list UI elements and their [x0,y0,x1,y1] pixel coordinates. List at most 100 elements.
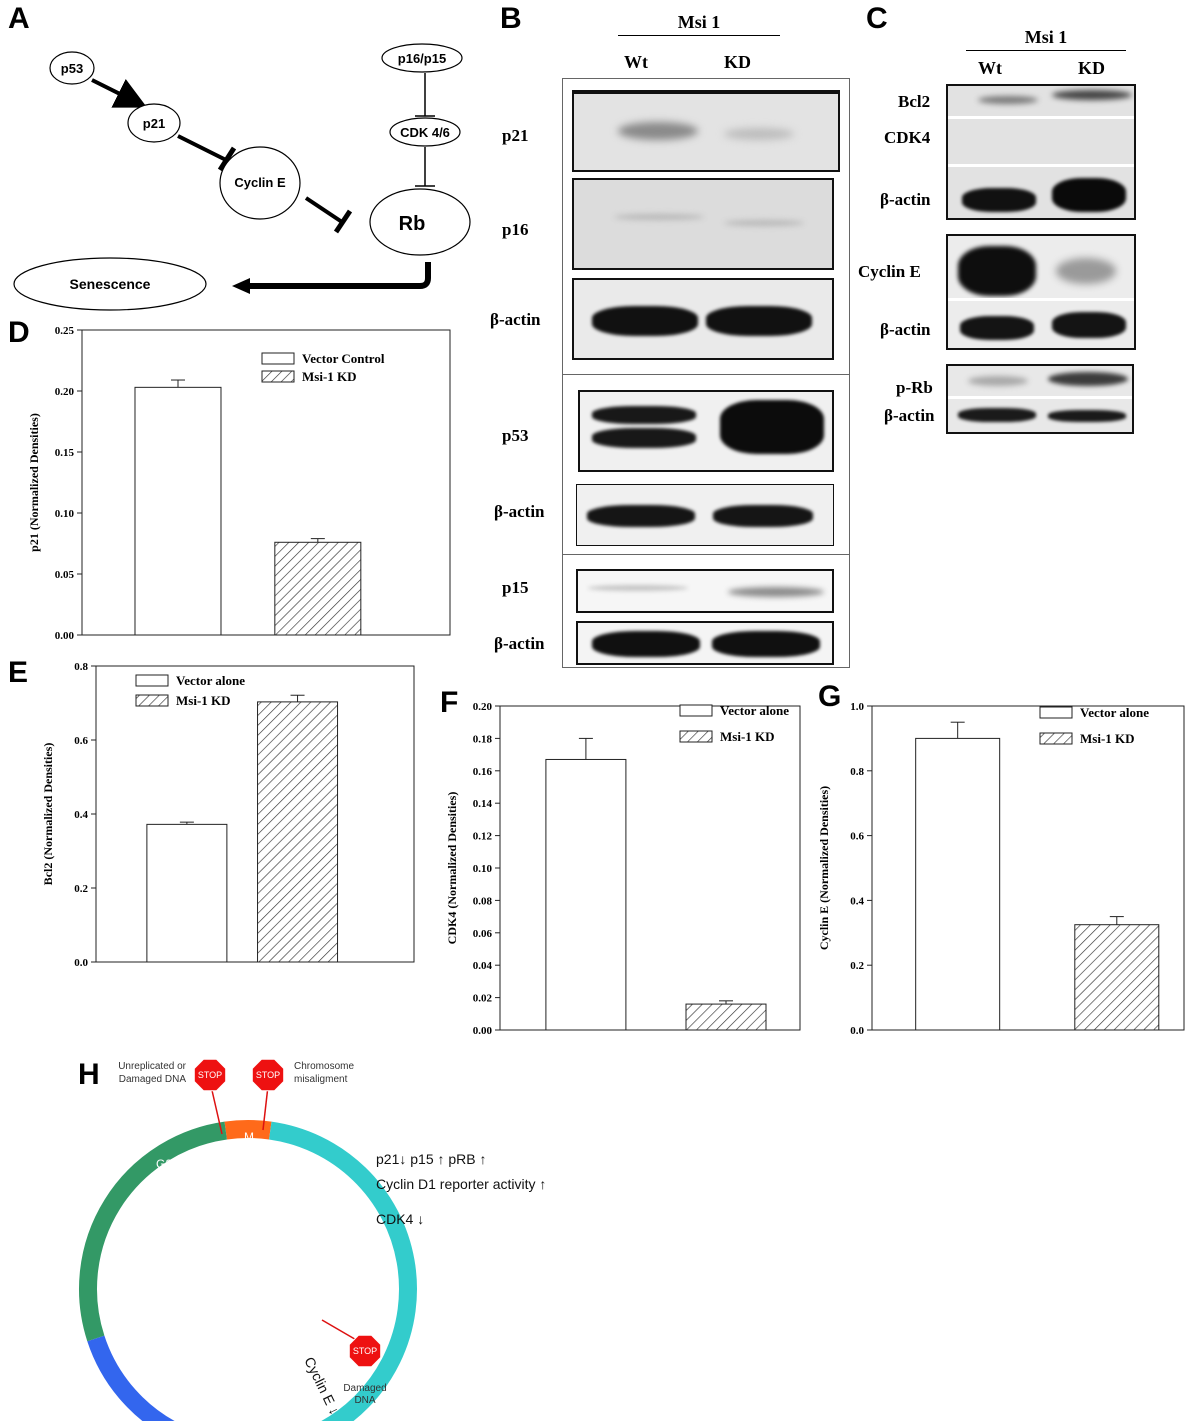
blot-c-kd-label: KD [1078,58,1105,78]
chart-e-tick-label: 0.4 [74,809,88,821]
chart-g-ylabel: Cyclin E (Normalized Densities) [817,786,831,950]
chart-e-tick-label: 0.8 [74,661,88,673]
chart-f-tick-label: 0.10 [473,863,493,875]
node-p16p15: p16/p15 [381,43,463,73]
cell-cycle-diagram: M G2 G1 S STOP STOP STOP Unreplicated or… [79,1058,546,1421]
blot-b-wt-label: Wt [624,52,648,72]
blot-image-actin-b2 [576,484,834,546]
chart-d-tick-label: 0.05 [55,569,75,581]
node-cyclin-e: Cyclin E [219,146,301,220]
panel-label-f: F [440,686,459,719]
node-p21: p21 [127,103,181,143]
chart-f-tick-label: 0.12 [473,831,493,843]
stop-sign-3: STOP [348,1334,382,1368]
blot-b-label-p53: p53 [502,426,529,445]
phase-arc-g2 [79,1121,228,1342]
blot-image-prb-actin [946,364,1134,434]
stop-sign-3-label: STOP [353,1346,377,1356]
chart-f-tick-label: 0.04 [473,960,493,972]
chart-d-tick-label: 0.00 [55,630,75,642]
blot-image-p53 [578,390,834,472]
blot-image-cyclin-e-actin [946,234,1136,350]
damaged-label: Damaged [343,1383,386,1394]
panel-label-a: A [8,2,30,35]
phase-label-s: S [158,1317,166,1331]
blot-c-wt-label: Wt [978,58,1002,78]
blot-b-label-actin-2: β-actin [494,502,545,521]
chart-d-ylabel: p21 (Normalized Densities) [27,413,41,552]
node-senescence-label: Senescence [70,276,151,292]
chart-e-legend-swatch [135,674,169,687]
chart-f-tick-label: 0.02 [473,993,493,1005]
chart-g-tick-label: 0.0 [850,1025,864,1037]
stop-sign-1-label: STOP [198,1070,222,1080]
chromosome-label: Chromosome [294,1061,354,1072]
blot-b-label-p21: p21 [502,126,529,145]
chart-f-bar-control [545,758,627,1031]
chart-g-tick-label: 1.0 [850,701,864,713]
chart-f-tick-label: 0.00 [473,1025,493,1037]
blot-b-label-actin-3: β-actin [494,634,545,653]
node-p21-label: p21 [143,116,165,131]
panel-label-e: E [8,656,29,689]
annotation-cdk4: CDK4 ↓ [376,1211,424,1227]
chart-d-legend-swatch [261,370,295,383]
blot-b-kd-label: KD [724,52,751,72]
annotation-p21-p15-prb: p21↓ p15 ↑ pRB ↑ [376,1151,487,1167]
chart-g-tick-label: 0.6 [850,831,864,843]
inhibit-p21-cyclin-e [177,134,227,162]
node-cdk46: CDK 4/6 [389,117,461,147]
chart-d-axes [81,329,451,636]
chart-g-tick-label: 0.4 [850,895,864,907]
chart-f-legend-swatch [679,730,713,743]
chart-d-bar-control [134,386,222,636]
node-p53: p53 [49,51,95,85]
chart-g-legend-swatch [1039,732,1073,745]
chart-g-legend-label: Msi-1 KD [1080,731,1135,746]
chart-f-ylabel: CDK4 (Normalized Densities) [445,792,459,945]
chart-d-tick-label: 0.15 [55,447,75,459]
chart-f-bar-kd [685,1003,767,1031]
node-rb-label: Rb [399,213,426,235]
panel-label-g: G [818,680,842,713]
chart-e-legend-label: Vector alone [176,673,245,688]
stop-sign-1: STOP [193,1058,227,1092]
blot-c-label-actin-3: β-actin [884,406,935,425]
blot-b-frame [562,78,850,668]
chart-g-legend-label: Vector alone [1080,705,1149,720]
chart-d-legend-swatch [261,352,295,365]
blot-image-bcl2-cdk4-actin [946,84,1136,220]
phase-label-g2: G2 [156,1157,172,1171]
chart-e-ylabel: Bcl2 (Normalized Densities) [41,743,55,886]
chart-e-bar-control [146,823,228,963]
inhibit-cyclin-e-rb [304,196,344,224]
node-p53-label: p53 [61,61,83,76]
blot-c-label-actin-2: β-actin [880,320,931,339]
chart-f-tick-label: 0.14 [473,798,493,810]
blot-b-group-label: Msi 1 [677,12,721,32]
node-rb: Rb [369,188,471,256]
phase-arc-m [224,1120,272,1140]
chart-g-bar-kd [1074,924,1160,1031]
chart-f-legend-swatch [679,704,713,717]
chart-f-axes [499,705,801,1031]
blot-image-actin-b3 [576,621,834,665]
blot-b-label-actin-1: β-actin [490,310,541,329]
arrow-p53-p21 [91,78,148,108]
chart-d-legend-label: Vector Control [302,351,385,366]
node-p16p15-label: p16/p15 [398,51,446,66]
misalignment-label: misaligment [294,1074,348,1085]
chart-f-tick-label: 0.06 [473,928,493,940]
chart-e-tick-label: 0.2 [74,883,88,895]
blot-image-p15 [576,569,834,613]
arrow-rb-senescence [248,262,431,289]
chart-f-legend-label: Vector alone [720,703,789,718]
phase-arc-s [87,1335,175,1421]
pathway-diagram: p53 p21 Cyclin E p16/p15 CDK 4/6 Rb Sene… [13,43,471,311]
blot-c-label-bcl2: Bcl2 [898,92,931,111]
unreplicated-label: Unreplicated or [118,1061,186,1072]
blot-c-label-prb: p-Rb [896,378,933,397]
chart-f-tick-label: 0.20 [473,701,493,713]
